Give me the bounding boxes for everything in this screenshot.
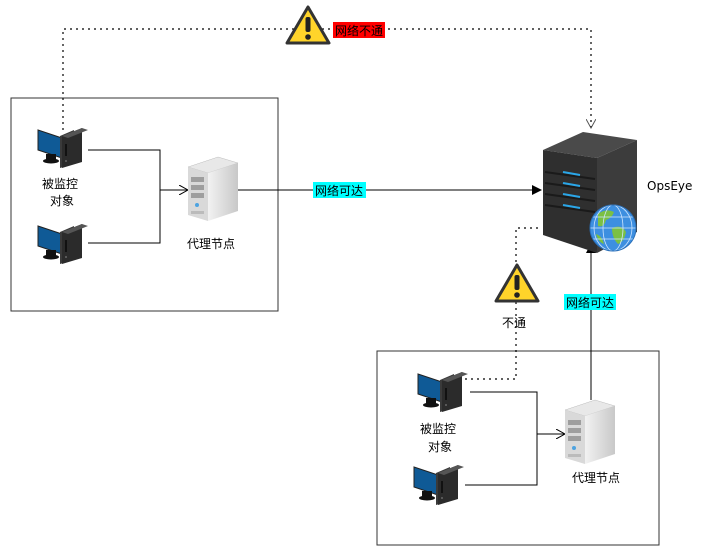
warning-icon-group-b bbox=[494, 263, 540, 303]
monitored-pc-icon-b2 bbox=[413, 464, 465, 506]
pc-b1-link bbox=[470, 391, 538, 434]
warning-icon-top bbox=[285, 5, 331, 45]
proxy-b-link-label: 网络可达 bbox=[566, 295, 614, 310]
top-link-label: 网络不通 bbox=[335, 23, 383, 38]
opseye-label: OpsEye bbox=[647, 179, 692, 193]
proxy-a-link-label: 网络可达 bbox=[315, 183, 363, 198]
monitored-pc-icon-a1 bbox=[37, 127, 89, 169]
pc-a1-link bbox=[88, 149, 161, 190]
top-link-label-bg bbox=[333, 22, 385, 38]
proxy-node-b-label: 代理节点 bbox=[572, 471, 620, 485]
top-unreachable-link bbox=[62, 28, 591, 130]
proxy-a-link-label-bg bbox=[313, 182, 366, 198]
monitored-pc-icon-b1 bbox=[417, 371, 469, 413]
group-b-box bbox=[376, 350, 660, 546]
group-a-box bbox=[10, 97, 279, 312]
monitored-pc-icon-a2 bbox=[37, 223, 89, 265]
monitored-object-a-label-1: 被监控 bbox=[42, 177, 78, 191]
globe-icon bbox=[589, 204, 637, 252]
monitored-object-b-label-1: 被监控 bbox=[420, 422, 456, 436]
proxy-server-icon-b bbox=[564, 399, 616, 465]
proxy-node-a-label: 代理节点 bbox=[187, 237, 235, 251]
monitored-object-b-label-2: 对象 bbox=[428, 440, 452, 454]
proxy-server-icon-a bbox=[187, 156, 239, 222]
monitored-object-a-label-2: 对象 bbox=[50, 194, 74, 208]
pc-a2-link bbox=[88, 190, 161, 244]
pc-b1-blocked-link bbox=[465, 227, 541, 380]
proxy-b-link-label-bg bbox=[564, 294, 616, 310]
blocked-label: 不通 bbox=[502, 316, 526, 330]
pc-b2-link bbox=[465, 434, 538, 486]
